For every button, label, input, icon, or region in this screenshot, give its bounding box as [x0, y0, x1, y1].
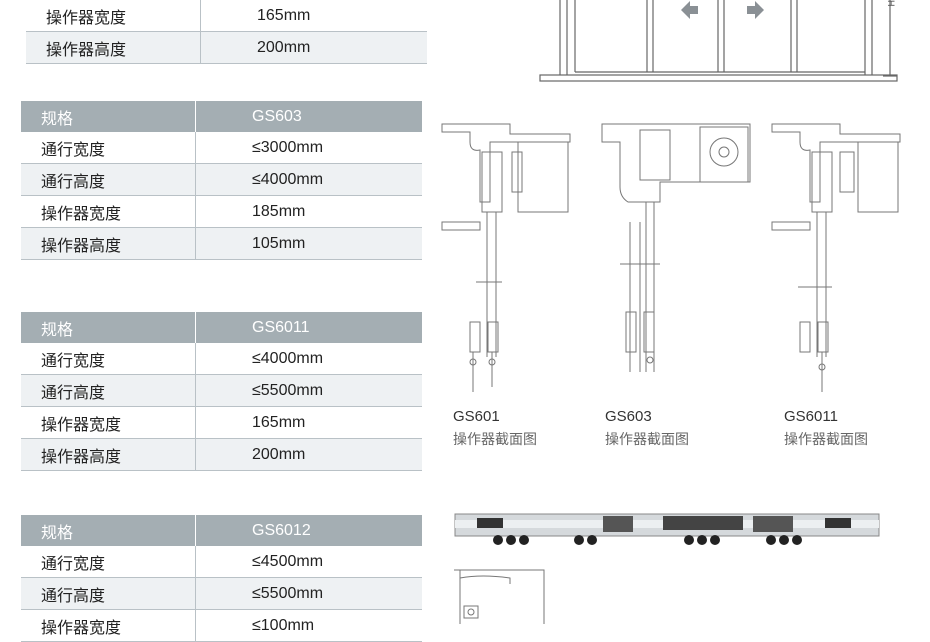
spec-key: 操作器高度	[21, 438, 196, 471]
diagram-caption: 操作器截面图	[784, 431, 868, 447]
diagram-caption: 操作器截面图	[453, 431, 537, 447]
spec-value: 165mm	[200, 0, 427, 32]
spec-row: 操作器高度 200mm	[26, 31, 427, 64]
gs6012-section-drawing	[454, 569, 545, 624]
height-dimension-label: H	[886, 0, 896, 7]
spec-row: 操作器宽度≤100mm	[21, 609, 422, 642]
diagram-model: GS6011	[784, 408, 838, 425]
diagram-caption-gs601: GS601 操作器截面图	[453, 406, 537, 450]
spec-row: 通行宽度≤3000mm	[21, 132, 422, 164]
spec-header-key: 规格	[21, 101, 196, 132]
spec-header-key: 规格	[21, 515, 196, 546]
spec-header-row: 规格 GS6012	[21, 515, 422, 546]
spec-value: 185mm	[195, 195, 422, 228]
diagram-caption-gs6011: GS6011 操作器截面图	[784, 406, 868, 450]
diagram-model: GS603	[605, 408, 652, 425]
spec-key: 通行高度	[21, 163, 196, 196]
spec-header-row: 规格 GS603	[21, 101, 422, 132]
spec-table-gs6012: 规格 GS6012 通行宽度≤4500mm 通行高度≤5500mm 操作器宽度≤…	[21, 515, 422, 642]
spec-key: 操作器宽度	[26, 0, 201, 32]
spec-value: 200mm	[195, 438, 422, 471]
spec-key: 通行宽度	[21, 546, 196, 578]
spec-header-row: 规格 GS6011	[21, 312, 422, 343]
spec-row: 通行宽度≤4500mm	[21, 546, 422, 578]
spec-header-model: GS6012	[195, 515, 422, 546]
spec-row: 通行宽度≤4000mm	[21, 343, 422, 375]
spec-key: 操作器宽度	[21, 195, 196, 228]
diagram-caption-gs603: GS603 操作器截面图	[605, 406, 689, 450]
spec-key: 通行高度	[21, 374, 196, 407]
diagram-caption: 操作器截面图	[605, 431, 689, 447]
arrow-left-icon	[681, 1, 698, 19]
spec-value: 165mm	[195, 406, 422, 439]
spec-value: ≤5500mm	[195, 374, 422, 407]
gs6011-section-drawing	[771, 123, 901, 392]
spec-key: 通行宽度	[21, 132, 196, 164]
spec-row: 通行高度≤5500mm	[21, 577, 422, 610]
spec-header-model: GS603	[195, 101, 422, 132]
operator-rail-drawing	[454, 513, 880, 545]
gs603-section-drawing	[601, 123, 751, 372]
spec-key: 操作器宽度	[21, 609, 196, 642]
spec-value: 105mm	[195, 227, 422, 260]
spec-value: ≤4000mm	[195, 163, 422, 196]
diagram-model: GS601	[453, 408, 500, 425]
spec-key: 通行宽度	[21, 343, 196, 375]
spec-value: ≤4000mm	[195, 343, 422, 375]
spec-row: 操作器宽度 165mm	[26, 0, 427, 32]
spec-header-model: GS6011	[195, 312, 422, 343]
spec-value: ≤4500mm	[195, 546, 422, 578]
spec-value: ≤100mm	[195, 609, 422, 642]
spec-value: ≤3000mm	[195, 132, 422, 164]
spec-value: ≤5500mm	[195, 577, 422, 610]
spec-key: 通行高度	[21, 577, 196, 610]
spec-row: 通行高度≤5500mm	[21, 374, 422, 407]
spec-value: 200mm	[200, 31, 427, 64]
door-elevation-drawing	[539, 0, 898, 82]
spec-key: 操作器宽度	[21, 406, 196, 439]
spec-key: 操作器高度	[21, 227, 196, 260]
arrow-right-icon	[747, 1, 764, 19]
spec-row: 通行高度≤4000mm	[21, 163, 422, 196]
spec-table-top: 操作器宽度 165mm 操作器高度 200mm	[26, 0, 427, 64]
spec-header-key: 规格	[21, 312, 196, 343]
spec-key: 操作器高度	[26, 31, 201, 64]
gs601-section-drawing	[441, 123, 571, 392]
